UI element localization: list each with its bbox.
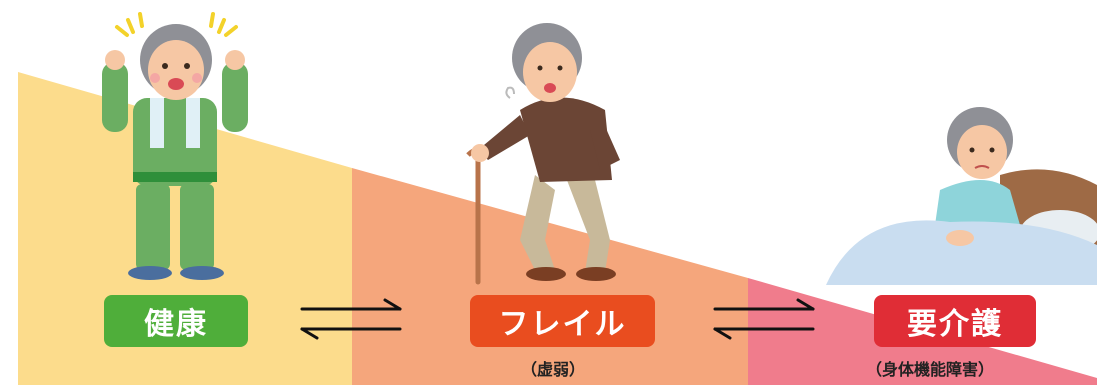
stage-sub-frail: （虚弱） bbox=[521, 360, 586, 379]
bedridden-elderly-person-icon bbox=[826, 107, 1097, 285]
stage-sub-care: （身体機能障害） bbox=[866, 360, 995, 379]
stage-label-healthy: 健康 bbox=[104, 295, 248, 347]
stage-label-frail: フレイル bbox=[470, 295, 655, 347]
healthy-elderly-man-icon bbox=[102, 12, 248, 280]
frail-elderly-man-with-cane-icon bbox=[466, 23, 620, 285]
bidirectional-arrows-icon-left bbox=[300, 298, 402, 340]
bidirectional-arrows-icon-right bbox=[713, 298, 815, 340]
stage-label-care: 要介護 bbox=[874, 295, 1036, 347]
